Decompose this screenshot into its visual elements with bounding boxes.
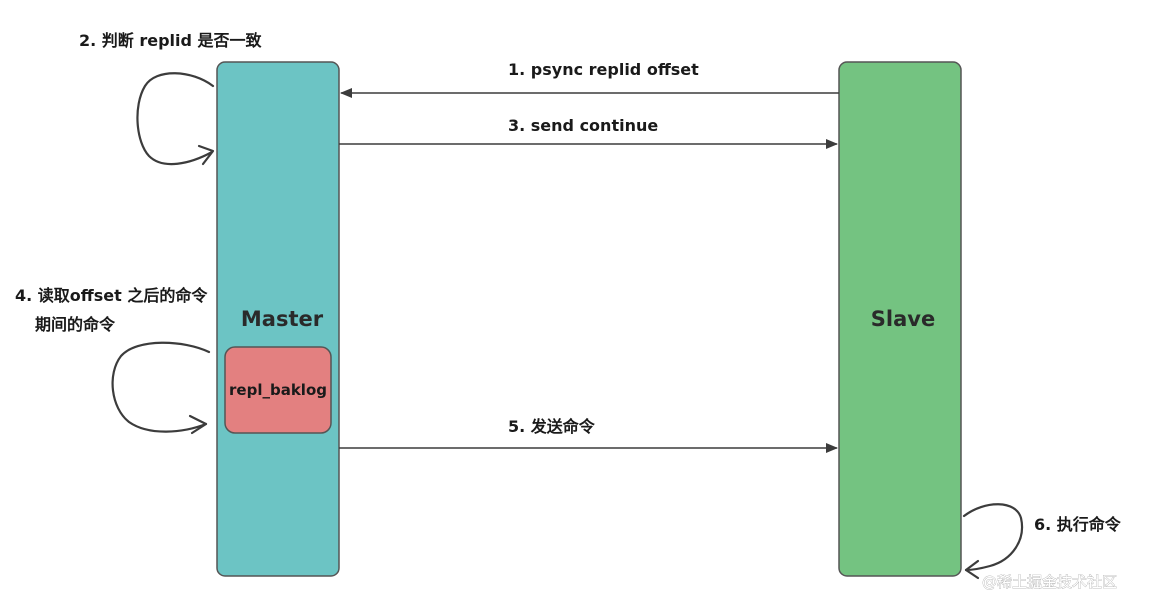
slave-lane	[838, 61, 962, 577]
repl-baklog-box	[224, 346, 332, 434]
step4-label-line1: 4. 读取offset 之后的命令	[15, 286, 208, 305]
send-continue-label: 3. send continue	[508, 116, 658, 135]
slave-title: Slave	[871, 307, 935, 331]
watermark: @稀土掘金技术社区	[982, 573, 1117, 591]
step6-arrowhead	[964, 559, 980, 580]
step2-label: 2. 判断 replid 是否一致	[79, 31, 263, 50]
step4-arrowhead	[188, 414, 208, 435]
repl-baklog-label: repl_baklog	[229, 381, 327, 399]
master-lane	[216, 61, 340, 577]
step4-loop	[111, 341, 211, 433]
master-title: Master	[241, 307, 324, 331]
send-commands-label: 5. 发送命令	[508, 417, 596, 436]
step2-loop	[136, 72, 215, 166]
step4-label-line2: 期间的命令	[35, 315, 116, 334]
step6-loop	[962, 503, 1024, 572]
step2-arrowhead	[197, 144, 215, 166]
step6-label: 6. 执行命令	[1034, 515, 1122, 534]
psync-label: 1. psync replid offset	[508, 60, 699, 79]
